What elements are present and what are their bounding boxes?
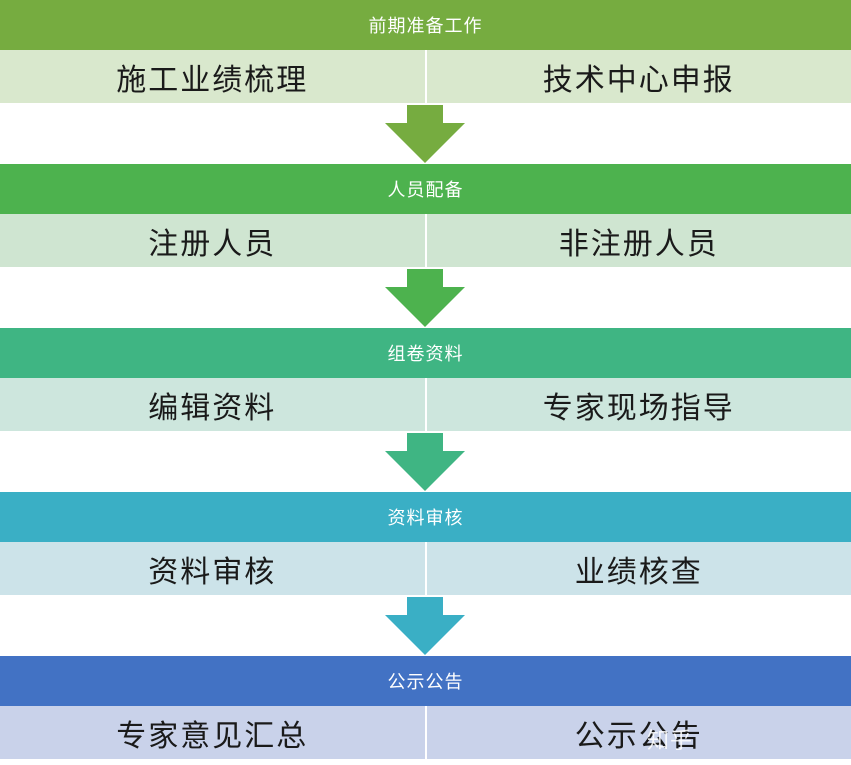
- stage-header: 公示公告: [0, 656, 851, 706]
- stage-header: 人员配备: [0, 164, 851, 214]
- down-arrow-icon: [385, 269, 465, 327]
- stage-items-row: 资料审核 业绩核查: [0, 542, 851, 595]
- stage-item: 专家意见汇总: [0, 706, 427, 759]
- stage-item: 注册人员: [0, 214, 427, 267]
- stage-items-row: 专家意见汇总 公示公告: [0, 706, 851, 759]
- stage-item: 公示公告: [574, 718, 703, 754]
- stage-header: 资料审核: [0, 492, 851, 542]
- stage-item: 专家现场指导: [542, 390, 735, 426]
- stage-item: 非注册人员: [558, 226, 719, 262]
- stage-2: 人员配备注册人员 非注册人员: [0, 164, 851, 267]
- stage-item: 技术中心申报: [542, 62, 735, 98]
- stage-5: 公示公告专家意见汇总公示公告: [0, 656, 851, 759]
- watermark: 知乎: [646, 729, 693, 754]
- stage-item: 业绩核查: [574, 554, 703, 590]
- stage-3: 组卷资料编辑资料 专家现场指导: [0, 328, 851, 431]
- stage-1: 前期准备工作施工业绩梳理 技术中心申报: [0, 0, 851, 103]
- stage-item: 编辑资料: [0, 378, 427, 431]
- stage-items-row: 编辑资料 专家现场指导: [0, 378, 851, 431]
- down-arrow-icon: [385, 433, 465, 491]
- stage-items-row: 施工业绩梳理 技术中心申报: [0, 50, 851, 103]
- stage-items-row: 注册人员 非注册人员: [0, 214, 851, 267]
- down-arrow-icon: [385, 597, 465, 655]
- stage-item: 资料审核: [0, 542, 427, 595]
- down-arrow-icon: [385, 105, 465, 163]
- stage-header: 前期准备工作: [0, 0, 851, 50]
- stage-4: 资料审核资料审核业绩核查: [0, 492, 851, 595]
- stage-header: 组卷资料: [0, 328, 851, 378]
- stage-item: 施工业绩梳理: [0, 50, 427, 103]
